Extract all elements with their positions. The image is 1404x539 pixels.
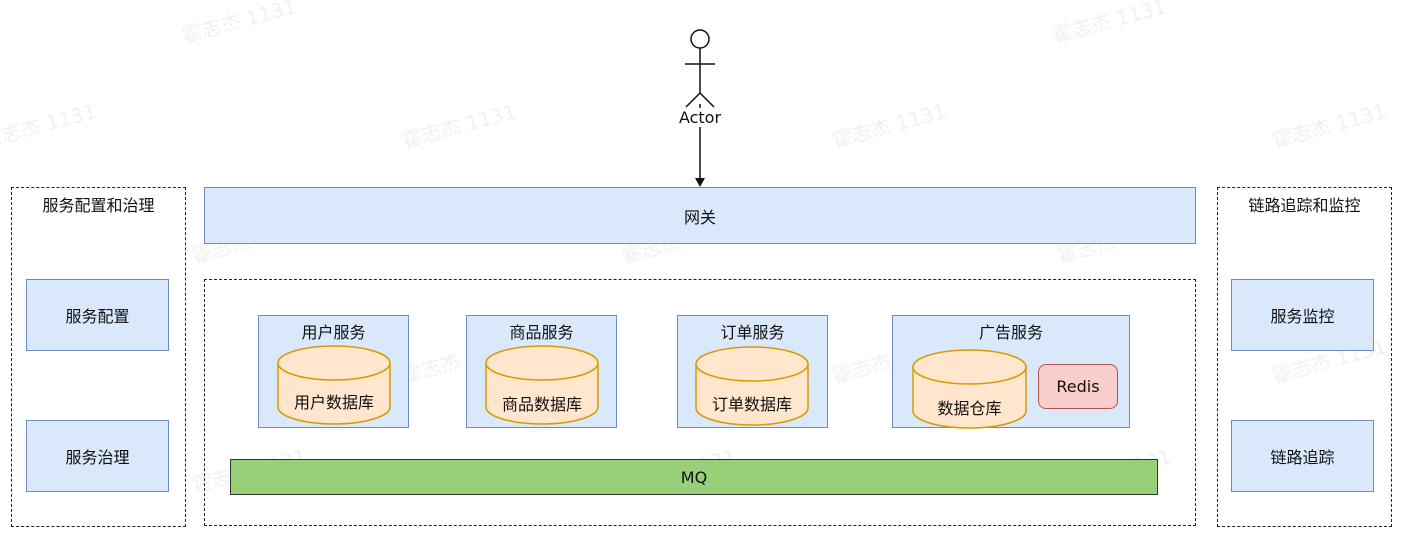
right-panel-title: 链路追踪和监控 bbox=[1248, 196, 1361, 215]
watermark: 霍志杰 1131 bbox=[0, 99, 99, 153]
order-service-label: 订单服务 bbox=[720, 323, 785, 342]
actor-label: Actor bbox=[660, 108, 740, 127]
actor-right-leg bbox=[699, 92, 715, 108]
data-warehouse-label: 数据仓库 bbox=[937, 399, 1002, 418]
service-governance-box[interactable]: 服务治理 bbox=[26, 420, 169, 492]
service-monitor-box[interactable]: 服务监控 bbox=[1231, 279, 1374, 351]
redis-box[interactable]: Redis bbox=[1038, 364, 1118, 409]
product-database-icon bbox=[485, 345, 599, 425]
watermark: 霍志杰 1131 bbox=[179, 0, 299, 48]
actor-figure bbox=[685, 29, 715, 187]
arrowhead-icon bbox=[695, 178, 705, 187]
user-database-icon bbox=[277, 345, 391, 425]
product-database-label: 商品数据库 bbox=[501, 395, 582, 414]
watermark: 霍志杰 1131 bbox=[1269, 99, 1389, 153]
gateway-box[interactable]: 网关 bbox=[204, 187, 1196, 244]
watermark: 霍志杰 1131 bbox=[829, 99, 949, 153]
user-database-label: 用户数据库 bbox=[293, 393, 374, 412]
user-service-label: 用户服务 bbox=[301, 323, 366, 342]
product-service-label: 商品服务 bbox=[509, 323, 574, 342]
data-warehouse-icon bbox=[912, 349, 1027, 429]
trace-box[interactable]: 链路追踪 bbox=[1231, 420, 1374, 492]
service-config-box[interactable]: 服务配置 bbox=[26, 279, 169, 351]
order-database-icon bbox=[695, 346, 809, 426]
right-panel: 链路追踪和监控 bbox=[1217, 187, 1392, 527]
watermark: 霍志杰 1131 bbox=[399, 99, 519, 153]
services-container bbox=[204, 279, 1196, 526]
left-panel-title: 服务配置和治理 bbox=[42, 196, 155, 215]
actor-left-leg bbox=[685, 92, 701, 108]
mq-bar[interactable]: MQ bbox=[230, 459, 1158, 495]
actor-head bbox=[690, 29, 710, 49]
left-panel: 服务配置和治理 bbox=[11, 187, 186, 527]
watermark: 霍志杰 1131 bbox=[1049, 0, 1169, 48]
ad-service-label: 广告服务 bbox=[978, 323, 1043, 342]
order-database-label: 订单数据库 bbox=[711, 395, 792, 414]
